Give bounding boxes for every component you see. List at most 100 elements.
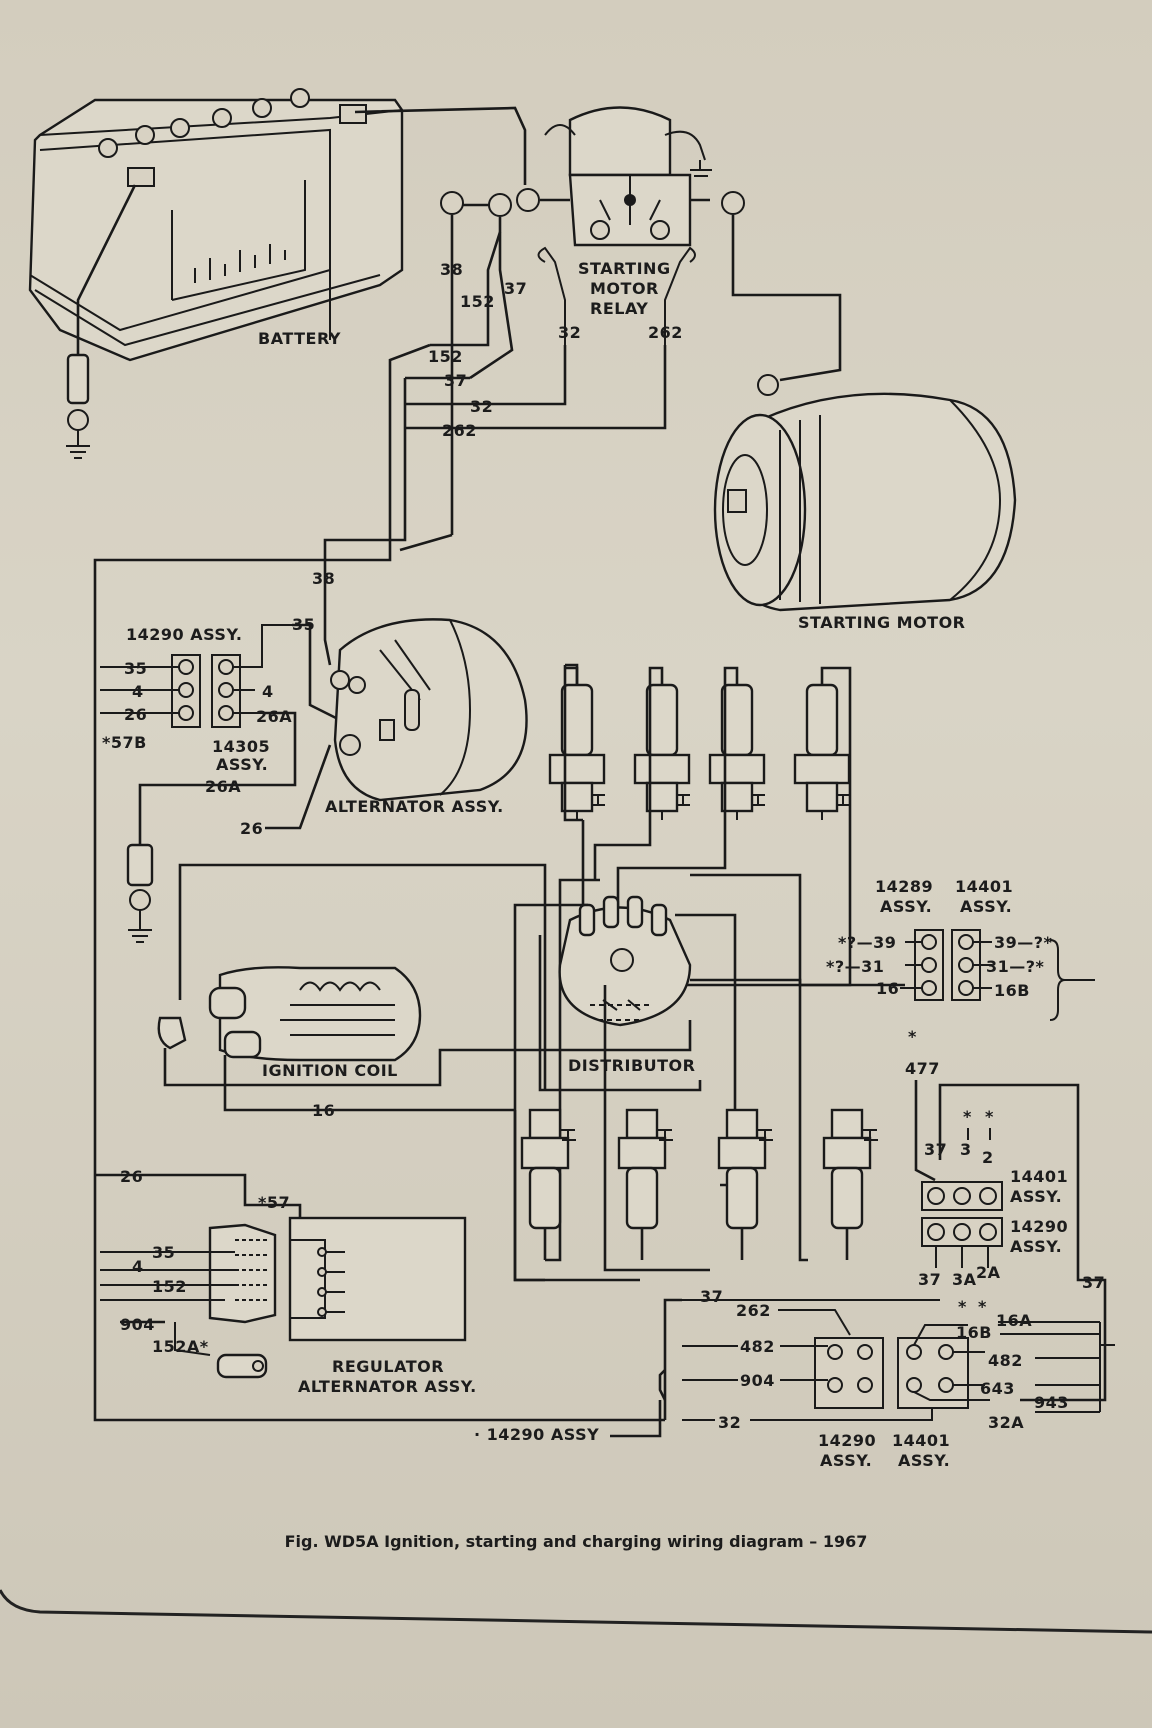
spark-plug	[548, 683, 606, 820]
spark-plug-wires	[513, 663, 852, 1282]
mid-star-1: *	[963, 1107, 972, 1126]
spark-plugs-top	[548, 683, 851, 820]
bottom-32-label: 32	[718, 1413, 741, 1432]
spark-plug	[793, 683, 851, 820]
ignition-coil-label: IGNITION COIL	[262, 1061, 398, 1080]
conn-57b-label: *57B	[102, 733, 147, 752]
reg-35-label: 35	[152, 1243, 175, 1262]
mid-3a-label: 3A	[952, 1270, 977, 1289]
relay-label-2: MOTOR	[590, 279, 659, 298]
assy-14401-mid-label: 14401	[1010, 1167, 1068, 1186]
spark-plug	[617, 1108, 673, 1230]
alternator: ALTERNATOR ASSY.	[325, 618, 528, 816]
assy-14290-mid-label-2: ASSY.	[1010, 1237, 1062, 1256]
assy-14305-label-2: ASSY.	[216, 755, 268, 774]
wire-262-label: 262	[648, 323, 683, 342]
wire-39b-label: 39—?*	[994, 933, 1053, 952]
wire-32b-label: 32	[470, 397, 493, 416]
wire-152-label: 152	[460, 292, 495, 311]
bottom-37-label: 37	[700, 1287, 723, 1306]
bottom-16b-label: 16B	[956, 1323, 992, 1342]
reg-152-label: 152	[152, 1277, 187, 1296]
assy-14290-mid-label: 14290	[1010, 1217, 1068, 1236]
assy-14401-top-label: 14401	[955, 877, 1013, 896]
bottom-32a-label: 32A	[988, 1413, 1024, 1432]
spark-plug	[717, 1108, 773, 1230]
distributor-label: DISTRIBUTOR	[568, 1056, 695, 1075]
reg-4-label: 4	[132, 1257, 144, 1276]
assy-14401-mid-label-2: ASSY.	[1010, 1187, 1062, 1206]
bottom-482b-label: 482	[988, 1351, 1023, 1370]
wire-37r-label: 37	[1082, 1273, 1105, 1292]
regulator-label-2: ALTERNATOR ASSY.	[298, 1377, 477, 1396]
assy-14289-label-2: ASSY.	[880, 897, 932, 916]
starting-motor-relay: STARTING MOTOR RELAY	[540, 106, 712, 318]
wire-38b-label: 38	[312, 569, 335, 588]
reg-57-label: *57	[258, 1193, 290, 1212]
mid-37b-label: 37	[918, 1270, 941, 1289]
distributor: DISTRIBUTOR	[558, 895, 695, 1075]
spark-plug	[520, 1108, 576, 1230]
wire-38-label: 38	[440, 260, 463, 279]
wire-262b-label: 262	[442, 421, 477, 440]
wire-32-label: 32	[558, 323, 581, 342]
mid-3-label: 3	[960, 1140, 972, 1159]
relay-label-1: STARTING	[578, 259, 671, 278]
conn-26-label: 26	[124, 705, 147, 724]
spark-plug	[822, 1108, 878, 1230]
alternator-label: ALTERNATOR ASSY.	[325, 797, 504, 816]
figure-caption: Fig. WD5A Ignition, starting and chargin…	[284, 1532, 868, 1551]
battery: BATTERY	[28, 88, 404, 459]
reg-904-label: 904	[120, 1315, 155, 1334]
mid-37-label: 37	[924, 1140, 947, 1159]
mid-2a-label: 2A	[976, 1263, 1001, 1282]
conn-26a-label: 26A	[256, 707, 292, 726]
ignition-coil: IGNITION COIL	[157, 863, 547, 1090]
regulator-label-1: REGULATOR	[332, 1357, 444, 1376]
connector-14290-top: 14290 ASSY. 35 4 26 *57B 4 26A 14305 ASS…	[100, 615, 315, 774]
wire-16-label: 16	[312, 1101, 335, 1120]
wire-39a-label: *?—39	[838, 933, 896, 952]
reg-152a-label: 152A*	[152, 1337, 209, 1356]
conn-4-label: 4	[132, 682, 144, 701]
battery-label: BATTERY	[258, 329, 341, 348]
wire-26a-label: 26A	[205, 777, 241, 796]
bottom-904-label: 904	[740, 1371, 775, 1390]
assy-14290-top-label: 14290 ASSY.	[126, 625, 242, 644]
wire-37-label: 37	[504, 279, 527, 298]
wire-477-label: 477	[905, 1059, 940, 1078]
mid-star-3: *	[958, 1297, 967, 1316]
assy-14401-bottom-label: 14401	[892, 1431, 950, 1450]
wire-477-star: *	[908, 1027, 917, 1046]
spark-plug	[633, 683, 691, 820]
conn-35-label: 35	[124, 659, 147, 678]
wire-37b-label: 37	[444, 371, 467, 390]
reg-26-label: 26	[120, 1167, 143, 1186]
regulator: 26 *57 35 4 152 904 152A* REGULATOR ALTE…	[95, 1167, 477, 1396]
wire-16b-label: 16B	[994, 981, 1030, 1000]
assy-14401-bottom-label-2: ASSY.	[898, 1451, 950, 1470]
bottom-262-label: 262	[736, 1301, 771, 1320]
connector-14289-14401: 14289 ASSY. 14401 ASSY. *?—39 *?—31 16 3…	[826, 877, 1095, 1021]
assy-14290-bottom-label-2: ASSY.	[820, 1451, 872, 1470]
mid-star-4: *	[978, 1297, 987, 1316]
assy-14401-top-label-2: ASSY.	[960, 897, 1012, 916]
wire-16a-label: 16	[876, 979, 899, 998]
starting-motor: STARTING MOTOR	[713, 230, 1017, 632]
mid-star-2: *	[985, 1107, 994, 1126]
connector-14401-14290-mid: * * 37 3 2 14401 ASSY. 14290 ASSY. 37 3A…	[918, 1083, 1107, 1402]
harness-top-wires	[93, 228, 667, 1422]
mid-2-label: 2	[982, 1148, 994, 1167]
relay-terminals	[440, 188, 745, 232]
bottom-482-label: 482	[740, 1337, 775, 1356]
bottom-643-label: 643	[980, 1379, 1015, 1398]
assy-14290-bottom-label: 14290	[818, 1431, 876, 1450]
wire-26-label: 26	[240, 819, 263, 838]
spark-plugs-bottom	[520, 1108, 878, 1230]
starting-motor-label: STARTING MOTOR	[798, 613, 966, 632]
bottom-943-label: 943	[1034, 1393, 1069, 1412]
relay-label-3: RELAY	[590, 299, 648, 318]
assy-14290-bottom-line-label: · 14290 ASSY	[474, 1425, 599, 1444]
